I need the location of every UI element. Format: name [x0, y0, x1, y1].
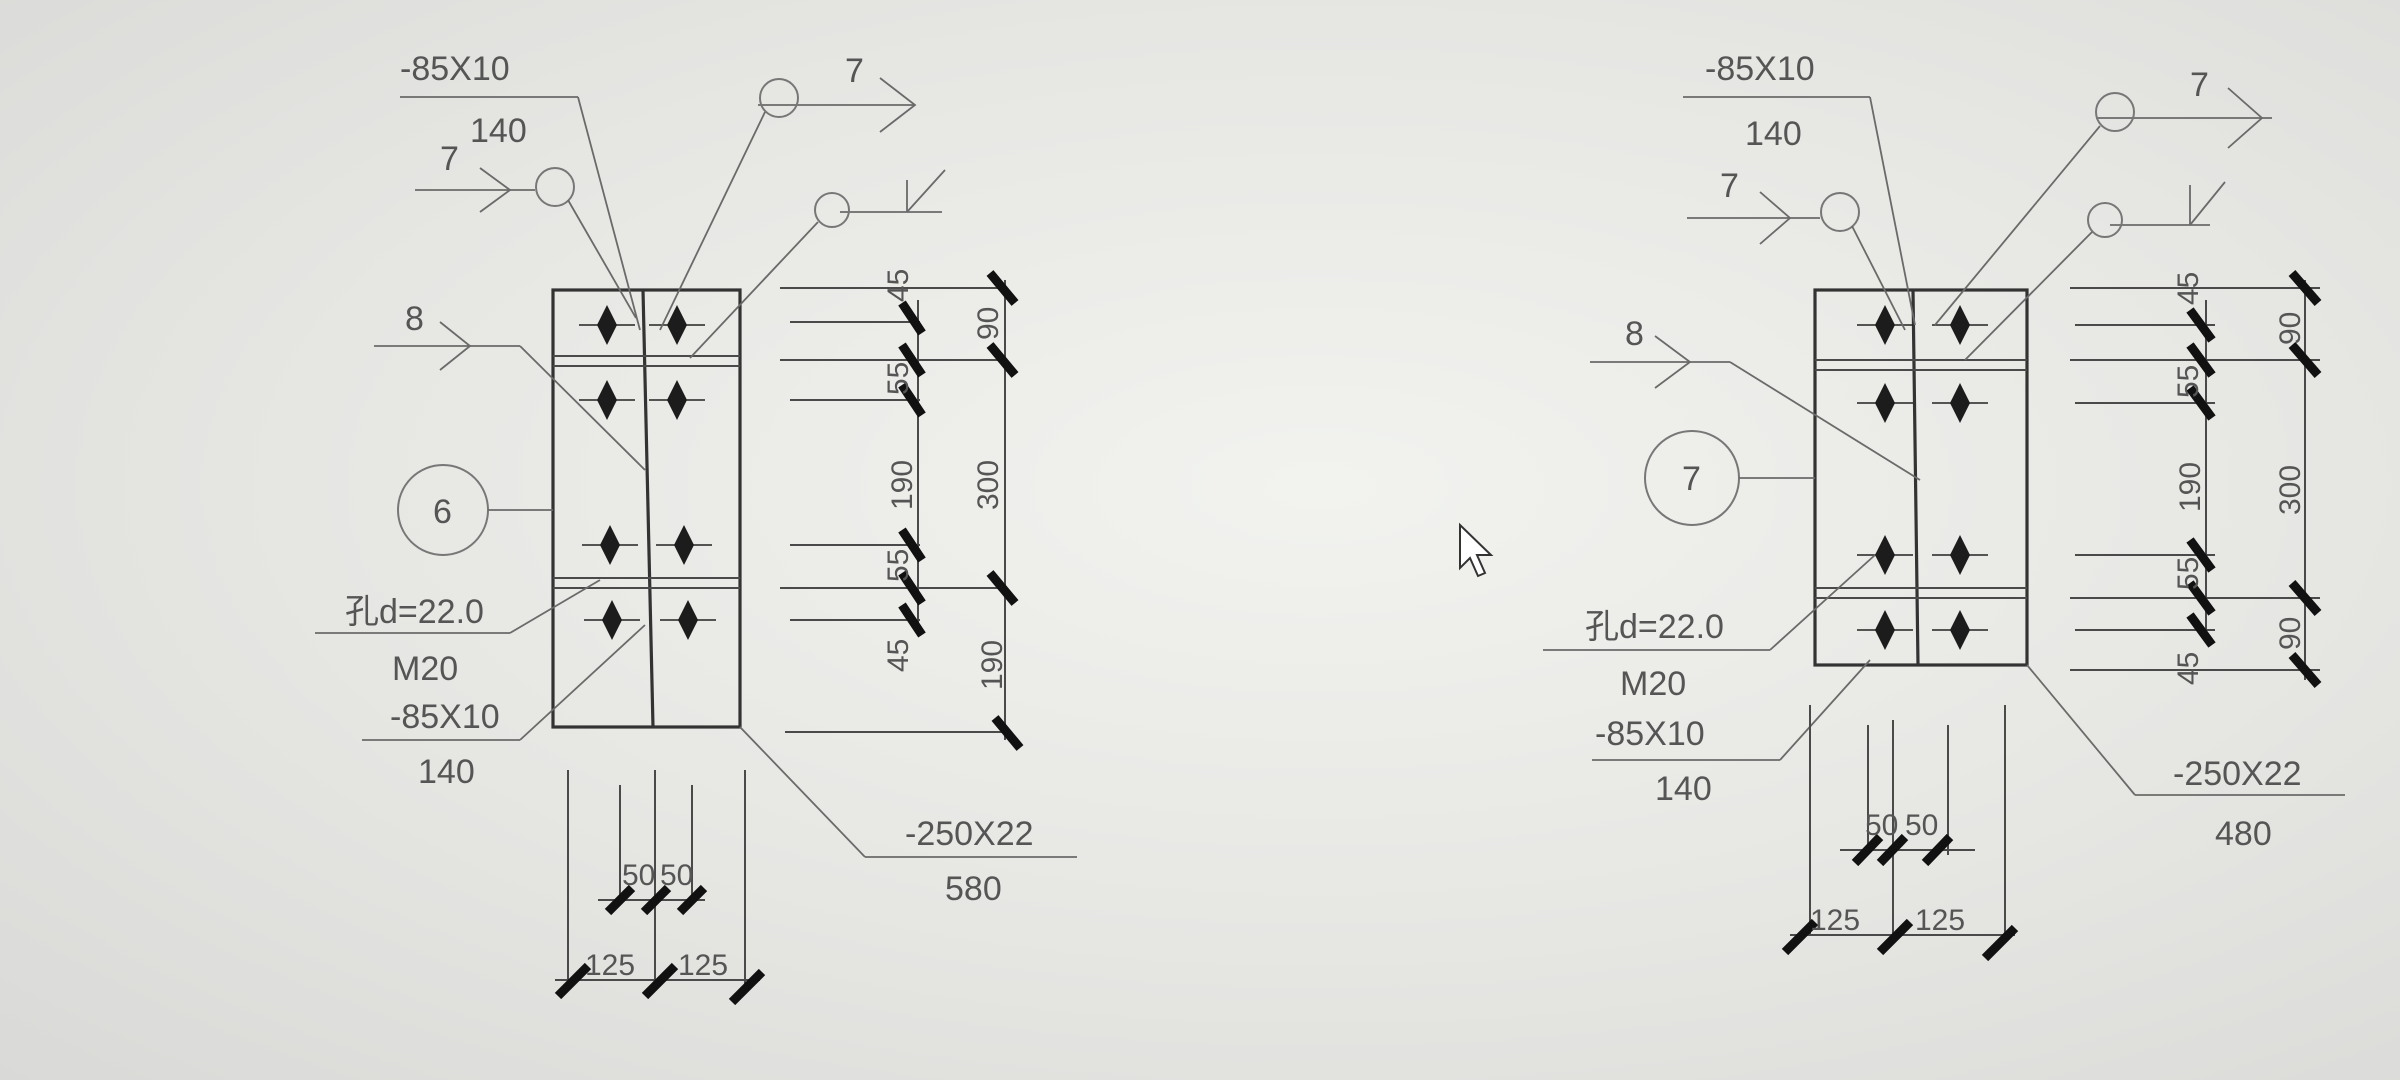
right-dim-50b: 50	[1905, 809, 1938, 842]
left-member-outline	[551, 288, 742, 729]
right-dim-ticks	[2186, 270, 2322, 688]
right-plate-bottom-label: -85X10	[1595, 715, 1705, 753]
right-detail-number: 7	[1682, 460, 1701, 498]
right-bolt-size: M20	[1620, 665, 1686, 703]
left-dim-190-right: 190	[976, 640, 1009, 690]
right-dim-90-bottom: 90	[2274, 617, 2307, 650]
left-weld-c-size: 8	[405, 300, 424, 338]
left-detail-number: 6	[433, 493, 452, 531]
right-plate-bottom-length: 140	[1655, 770, 1712, 808]
left-web-line	[641, 289, 655, 728]
right-dim-125a: 125	[1810, 904, 1860, 937]
right-dim-300: 300	[2274, 465, 2307, 515]
left-dim-ticks	[898, 270, 1024, 751]
right-hole-diameter: 孔d=22.0	[1585, 608, 1724, 646]
left-weld-a-size: 7	[440, 140, 459, 178]
right-plate-top-length: 140	[1745, 115, 1802, 153]
mouse-pointer-icon	[1459, 522, 1494, 578]
right-dim-190: 190	[2174, 462, 2207, 512]
right-end-plate-length: 480	[2215, 815, 2272, 853]
left-dim-125a: 125	[585, 949, 635, 982]
left-dim-45-bottom: 45	[882, 639, 915, 672]
right-weld-a-size: 7	[1720, 167, 1739, 205]
right-dim-45-top: 45	[2172, 272, 2205, 305]
left-weld-b-size: 7	[845, 52, 864, 90]
right-dim-45-bottom: 45	[2172, 652, 2205, 685]
right-bottom-ticks	[1781, 833, 2019, 962]
right-dim-55-bottom: 55	[2172, 557, 2205, 590]
right-dim-90-top: 90	[2274, 312, 2307, 345]
left-dim-45-top: 45	[882, 269, 915, 302]
right-weld-b-size: 7	[2190, 66, 2209, 104]
left-dim-190: 190	[886, 460, 919, 510]
left-dim-300: 300	[972, 460, 1005, 510]
left-dim-55-top: 55	[882, 362, 915, 395]
left-bolt-group	[579, 305, 716, 640]
left-plate-bottom-label: -85X10	[390, 698, 500, 736]
left-hole-diameter: 孔d=22.0	[345, 593, 484, 631]
left-end-plate-label: -250X22	[905, 815, 1034, 853]
right-dim-50a: 50	[1865, 809, 1898, 842]
right-detail: -85X10 140 7 7 8 7 孔d=22.0 M20 -85X10 14…	[1543, 50, 2345, 962]
left-bolt-size: M20	[392, 650, 458, 688]
right-weld-c-size: 8	[1625, 315, 1644, 353]
left-dim-90: 90	[972, 307, 1005, 340]
left-detail: -85X10 140 7 7 8 6 孔d=22.0 M20 -85X10 14…	[315, 50, 1077, 1006]
left-plate-top-length: 140	[470, 112, 527, 150]
left-dim-55-bottom: 55	[882, 549, 915, 582]
right-dim-55-top: 55	[2172, 365, 2205, 398]
left-dim-50b: 50	[660, 859, 693, 892]
left-plate-bottom-length: 140	[418, 753, 475, 791]
right-dim-125b: 125	[1915, 904, 1965, 937]
right-end-plate-label: -250X22	[2173, 755, 2302, 793]
left-dim-125b: 125	[678, 949, 728, 982]
right-bolt-group	[1857, 305, 1988, 650]
left-plate-top-label: -85X10	[400, 50, 510, 88]
left-end-plate-length: 580	[945, 870, 1002, 908]
left-dim-50a: 50	[622, 859, 655, 892]
left-bottom-ticks	[554, 884, 766, 1006]
right-member-outline	[1813, 288, 2029, 667]
right-plate-top-label: -85X10	[1705, 50, 1815, 88]
